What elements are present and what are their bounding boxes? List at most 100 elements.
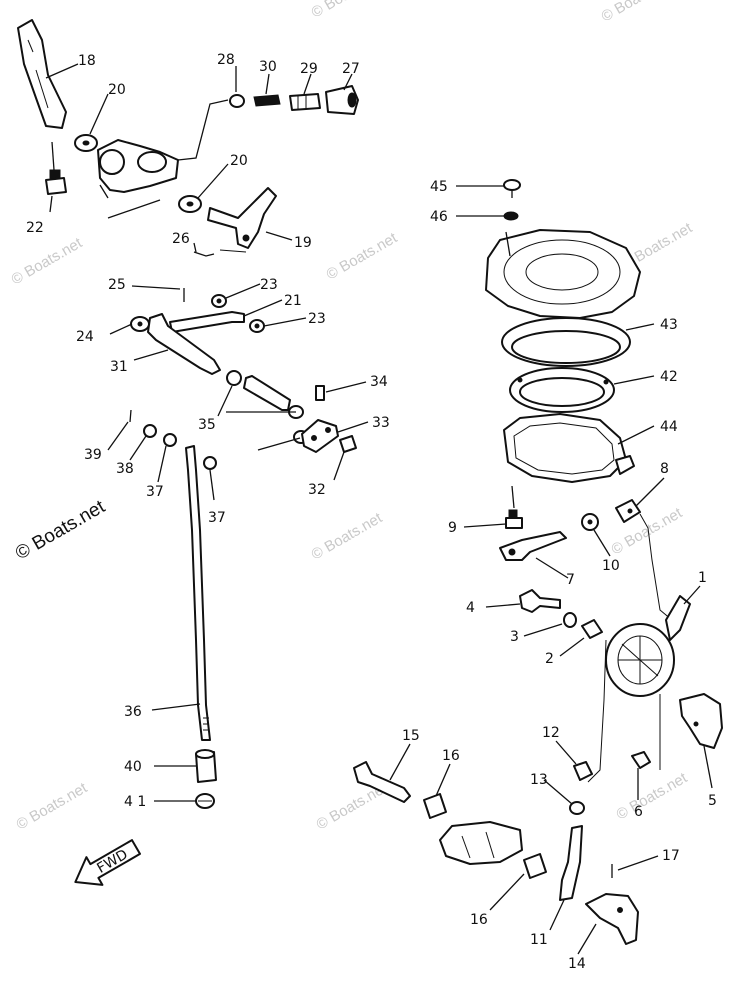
right-assembly [353,179,723,945]
callout-34: 34 [370,374,388,390]
callout-38: 38 [116,461,134,477]
watermark: © Boats.net [9,234,86,288]
callout-labels: 18 20 22 20 26 19 28 30 29 27 25 23 21 2… [26,52,717,972]
callout-14: 14 [568,956,586,972]
callout-22: 22 [26,220,44,236]
part-13-nut [569,801,585,815]
watermark: © Boats.net [14,779,91,833]
part-6-screw [631,751,651,769]
part-31-shaft [147,313,221,375]
callout-16: 16 [470,912,488,928]
part-29-sleeve [289,93,321,111]
callout-8: 8 [660,461,669,477]
part-45-screw [503,179,521,191]
part-39-pin [129,409,132,423]
callout-46: 46 [430,209,448,225]
watermark: © Boats.net [309,509,386,563]
callout-28: 28 [217,52,235,68]
callout-39: 39 [84,447,102,463]
leader-lines [45,63,713,955]
callout-16: 16 [442,748,460,764]
part-27-boot [325,85,359,115]
callout-30: 30 [259,59,277,75]
part-35-bushing [226,370,242,386]
callout-35: 35 [198,417,216,433]
callout-21: 21 [284,293,302,309]
part-11-shaft [559,825,583,901]
callout-43: 43 [660,317,678,333]
part-36-rod [185,445,211,741]
part-14-lever [585,893,639,945]
callout-37: 37 [146,484,164,500]
part-16-grommet [523,853,547,879]
part-2-bushing [581,619,603,639]
callout-17: 17 [662,848,680,864]
watermark-dark: © Boats.net [12,496,109,564]
callout-41: 4 1 [124,794,146,810]
callout-37: 37 [208,510,226,526]
callout-42: 42 [660,369,678,385]
callout-1: 1 [698,570,707,586]
watermark: © Boats.net [309,0,386,21]
part-3-washer [563,612,577,628]
part-21-link [169,311,245,333]
part-12-fitting [573,761,593,781]
callout-27: 27 [342,61,360,77]
part-18-lever [17,19,67,129]
callout-25: 25 [108,277,126,293]
part-35-rod [243,375,291,411]
bottom-bracket [439,821,523,865]
callout-32: 32 [308,482,326,498]
callout-20: 20 [230,153,248,169]
part-44-gasket [503,413,627,483]
part-38-washer [143,424,157,438]
watermark: © Boats.net [599,0,676,25]
part-32-bushing [339,435,357,453]
part-19-arm [207,187,277,249]
callout-3: 3 [510,629,519,645]
callout-9: 9 [448,520,457,536]
part-34-clip [315,385,325,401]
callout-45: 45 [430,179,448,195]
part-30-spring [253,94,281,107]
part-9-bolt [505,509,523,529]
callout-2: 2 [545,651,554,667]
watermark: © Boats.net [614,769,691,823]
callout-23: 23 [260,277,278,293]
part-37-clip [163,433,177,447]
callout-26: 26 [172,231,190,247]
part-5-cover [679,693,723,749]
part-4-screw [519,589,561,613]
callout-40: 40 [124,759,142,775]
callout-31: 31 [110,359,128,375]
fwd-arrow: FWD [74,839,141,886]
part-46-washer [503,211,519,221]
part-33-bracket [301,419,339,453]
left-assembly: FWD [17,19,359,886]
callout-4: 4 [466,600,475,616]
part-7-anchor [499,531,567,561]
callout-5: 5 [708,793,717,809]
callout-18: 18 [78,53,96,69]
callout-11: 11 [530,932,548,948]
callout-7: 7 [566,572,575,588]
callout-15: 15 [402,728,420,744]
callout-44: 44 [660,419,678,435]
watermark: © Boats.net [324,229,401,283]
part-16-grommet [423,793,447,819]
callout-10: 10 [602,558,620,574]
callout-24: 24 [76,329,94,345]
callout-6: 6 [634,804,643,820]
callout-12: 12 [542,725,560,741]
callout-36: 36 [124,704,142,720]
watermark-group: © Boats.net © Boats.net © Boats.net © Bo… [9,0,696,833]
callout-23: 23 [308,311,326,327]
callout-33: 33 [372,415,390,431]
part-1-lever [665,595,691,641]
callout-29: 29 [300,61,318,77]
callout-20: 20 [108,82,126,98]
part-28-cap [229,94,245,108]
part-22-bolt [45,141,67,195]
part-15-pin [353,761,411,803]
